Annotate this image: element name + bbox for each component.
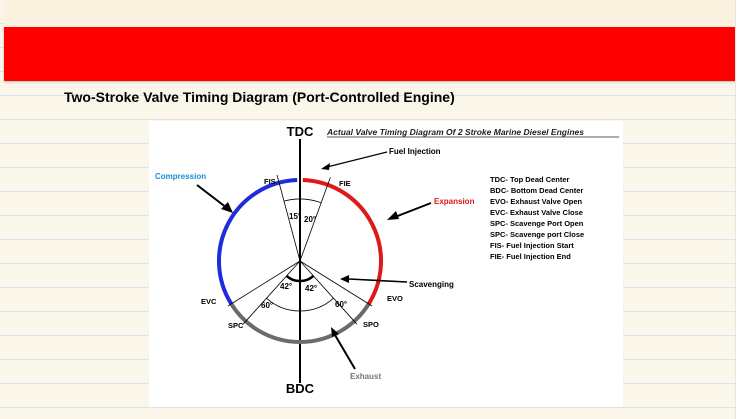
fuel-injection-arrow xyxy=(326,151,388,168)
legend-item: BDC- Bottom Dead Center xyxy=(490,186,583,195)
compression-label: Compression xyxy=(155,172,206,181)
scavenging-arrow xyxy=(348,278,408,283)
spo-line xyxy=(299,260,358,325)
exhaust-arrow xyxy=(334,334,356,370)
compression-arrow xyxy=(196,184,228,209)
spc-line xyxy=(242,260,301,325)
fie-angle-label: 20° xyxy=(304,215,316,224)
expansion-arrowhead xyxy=(387,211,399,220)
legend-item: SPC- Scavenge port Close xyxy=(490,230,584,239)
scavenging-arrowhead xyxy=(340,275,349,283)
fis-angle-label: 15° xyxy=(289,212,301,221)
legend-item: EVO- Exhaust Valve Open xyxy=(490,197,583,206)
legend-item: FIS- Fuel Injection Start xyxy=(490,241,574,250)
evo-line xyxy=(299,260,373,307)
top-angle-arc xyxy=(283,198,322,204)
exhaust-right-angle: 60° xyxy=(335,300,347,309)
compression-arc xyxy=(216,178,298,305)
spo-label: SPO xyxy=(363,320,379,329)
expansion-arrow xyxy=(394,202,432,218)
evc-label: EVC xyxy=(201,297,217,306)
scavenging-angle-arc xyxy=(285,274,315,283)
expansion-label: Expansion xyxy=(434,197,475,206)
scavenging-right-angle: 42° xyxy=(305,284,317,293)
banner-top-strip xyxy=(4,0,736,27)
fie-label: FIE xyxy=(339,179,351,188)
legend: TDC- Top Dead Center BDC- Bottom Dead Ce… xyxy=(490,175,584,261)
exhaust-left-angle: 60° xyxy=(261,301,273,310)
valve-timing-diagram: Actual Valve Timing Diagram Of 2 Stroke … xyxy=(149,121,623,407)
diagram-svg: Actual Valve Timing Diagram Of 2 Stroke … xyxy=(155,124,619,396)
legend-item: TDC- Top Dead Center xyxy=(490,175,570,184)
fuel-injection-label: Fuel Injection xyxy=(389,147,441,156)
fuel-injection-arrowhead xyxy=(321,163,330,170)
page-title: Two-Stroke Valve Timing Diagram (Port-Co… xyxy=(64,89,455,105)
exhaust-arrowhead xyxy=(331,327,339,337)
legend-item: SPC- Scavenge Port Open xyxy=(490,219,584,228)
diagram-heading: Actual Valve Timing Diagram Of 2 Stroke … xyxy=(326,127,584,137)
legend-item: FIE- Fuel Injection End xyxy=(490,252,571,261)
fis-label: FIS xyxy=(264,177,276,186)
tdc-label: TDC xyxy=(287,124,314,139)
fie-line xyxy=(299,177,331,262)
scavenging-label: Scavenging xyxy=(409,280,454,289)
spc-label: SPC xyxy=(228,321,244,330)
evo-label: EVO xyxy=(387,294,403,303)
exhaust-label: Exhaust xyxy=(350,372,381,381)
bdc-label: BDC xyxy=(286,381,315,396)
evc-line xyxy=(227,260,301,307)
red-banner xyxy=(4,27,736,81)
right-edge xyxy=(735,0,746,419)
compression-arrowhead xyxy=(221,202,233,213)
fis-line xyxy=(276,174,301,262)
legend-item: EVC- Exhaust Valve Close xyxy=(490,208,583,217)
exhaust-right-angle-arc xyxy=(299,297,334,312)
exhaust-left-angle-arc xyxy=(266,297,301,312)
scavenging-left-angle: 42° xyxy=(280,282,292,291)
expansion-arc xyxy=(302,178,384,305)
